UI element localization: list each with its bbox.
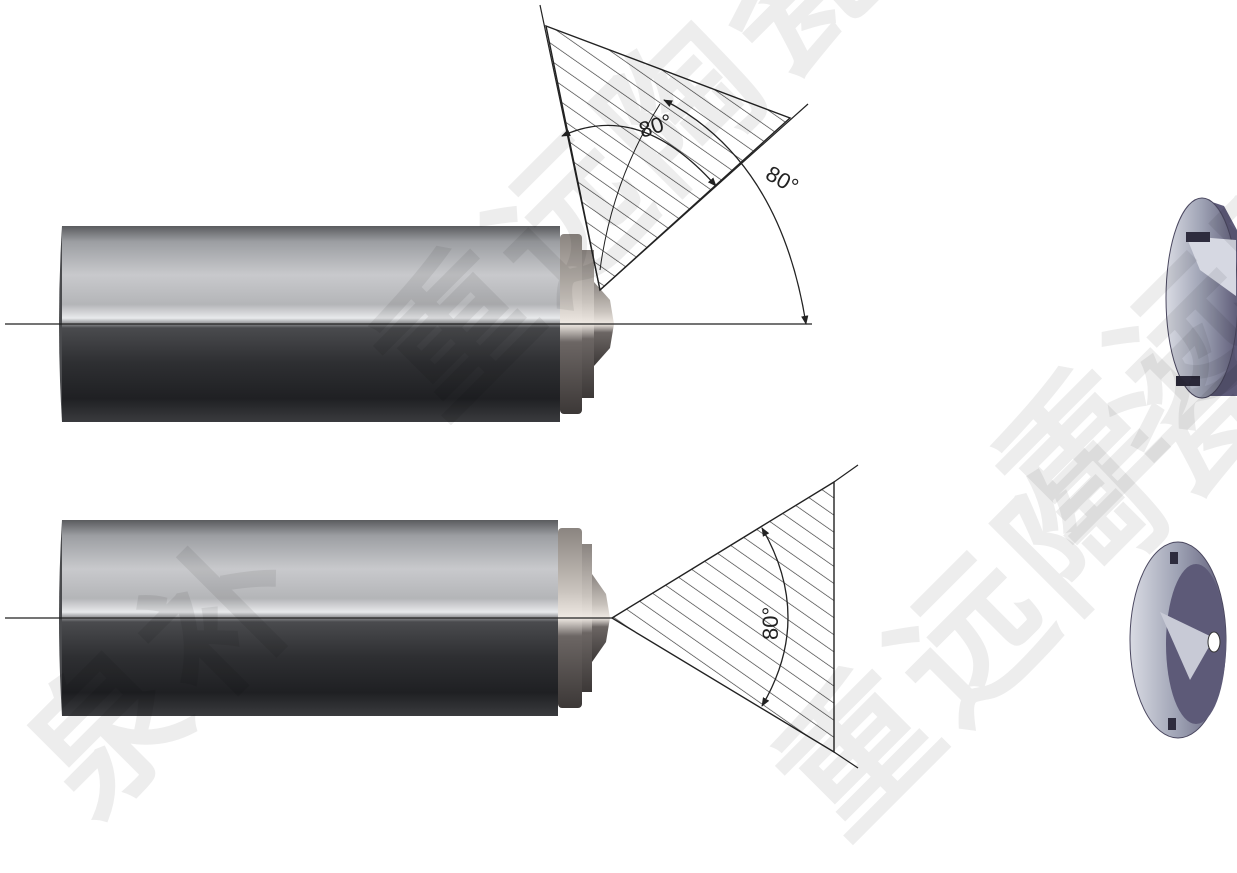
top-outer-angle-label: 80° [762, 161, 803, 199]
bottom-angle-label: 80° [758, 607, 783, 640]
top-insert-illustration [1165, 197, 1237, 399]
bottom-spray-fan [610, 464, 859, 769]
bottom-insert-illustration [1129, 541, 1227, 739]
bottom-angle-arc [761, 527, 789, 707]
nozzle-diagram: 80° 80° 80° [5, 4, 1237, 769]
top-outer-angle-arc [663, 99, 809, 325]
